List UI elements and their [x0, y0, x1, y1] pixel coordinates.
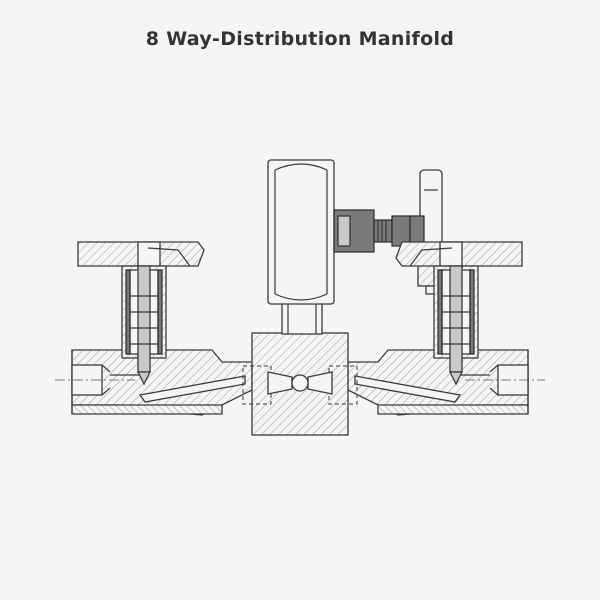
internal-passages — [110, 374, 490, 403]
gauge-adapter — [333, 209, 411, 253]
left-handwheel — [77, 241, 205, 267]
right-inlet-port — [465, 364, 545, 396]
right-handwheel — [395, 241, 523, 267]
left-inlet-port — [55, 364, 135, 396]
center-block — [242, 332, 358, 436]
pressure-gauge — [267, 159, 335, 305]
ball-check — [291, 374, 309, 392]
left-needle-valve — [121, 265, 167, 386]
manifold-body — [71, 349, 529, 416]
right-needle-valve — [433, 265, 479, 386]
diagram-title: 8 Way-Distribution Manifold — [145, 28, 455, 50]
gauge-stem — [281, 301, 323, 335]
